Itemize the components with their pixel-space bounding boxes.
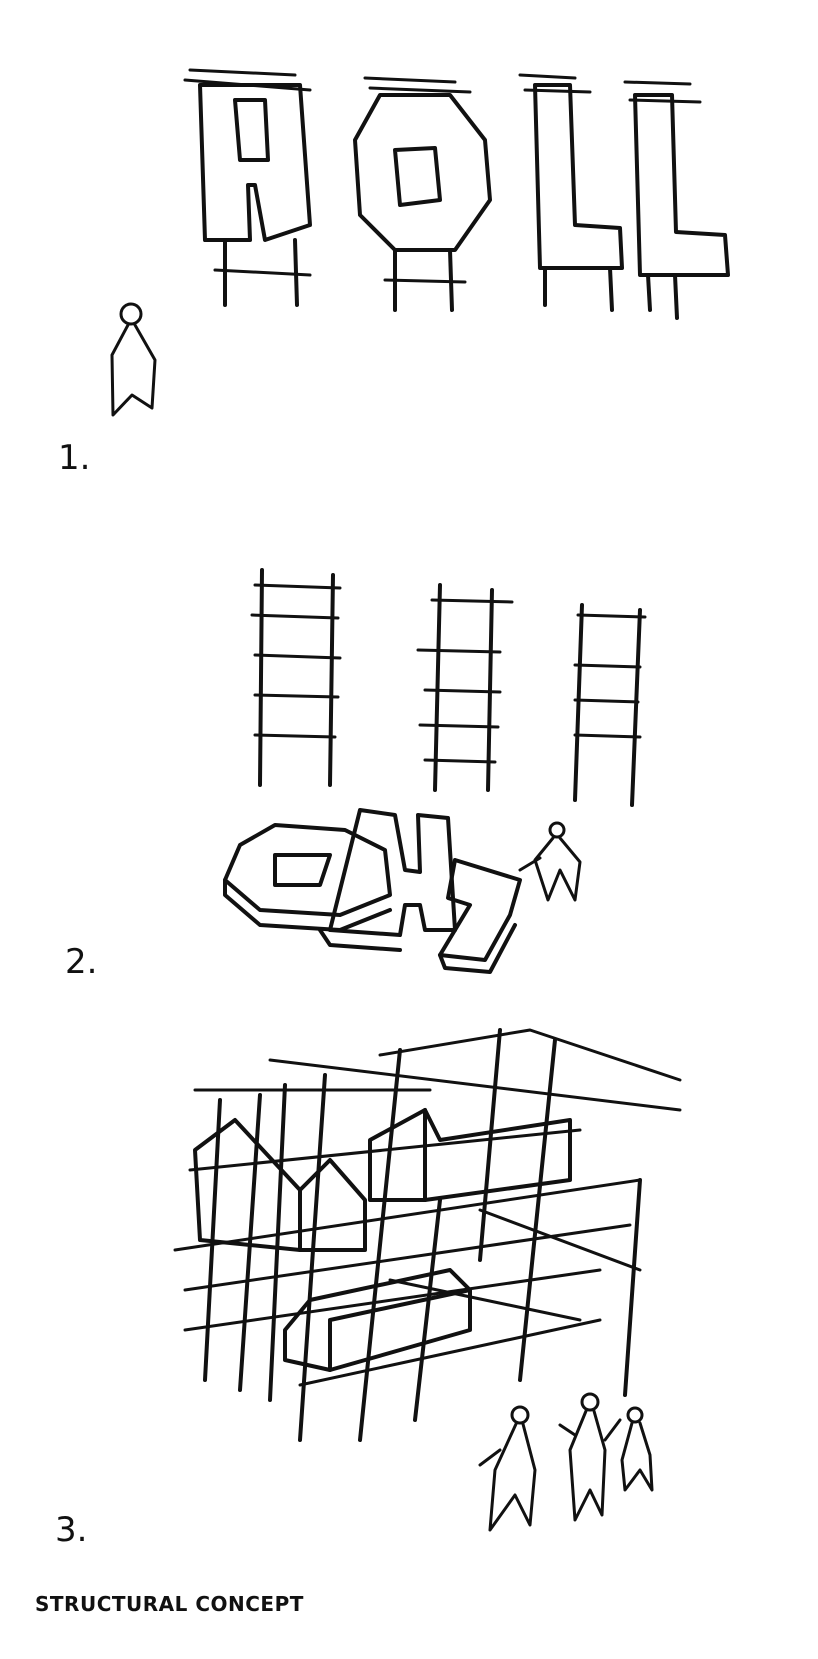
ladder-3-sketch	[573, 603, 647, 807]
letter-h-sketch	[183, 68, 312, 307]
house-2-sketch	[368, 1108, 572, 1202]
ladder-2-sketch	[416, 583, 514, 792]
diagram-caption: STRUCTURAL CONCEPT	[35, 1592, 304, 1616]
step-2-number: 2.	[65, 942, 98, 982]
ladder-1-sketch	[250, 568, 342, 787]
step-1-number: 1.	[58, 438, 91, 478]
step-3-number: 3.	[55, 1510, 88, 1550]
letter-l-sketch	[518, 73, 624, 312]
flattened-o-sketch	[223, 823, 392, 932]
step-2-ladders-sketch	[223, 568, 647, 974]
person-figure-step-2	[518, 821, 582, 902]
house-1-sketch	[193, 1118, 367, 1252]
letter-l2-sketch	[623, 80, 730, 320]
house-3-sketch	[283, 1268, 472, 1372]
letter-o-sketch	[353, 76, 492, 312]
step-1-holl-sketch	[110, 68, 730, 417]
flattened-l-sketch	[438, 858, 522, 974]
person-figure-step-1	[110, 302, 157, 417]
people-group-step-3	[478, 1392, 654, 1532]
step-3-grid-sketch	[173, 1028, 682, 1532]
